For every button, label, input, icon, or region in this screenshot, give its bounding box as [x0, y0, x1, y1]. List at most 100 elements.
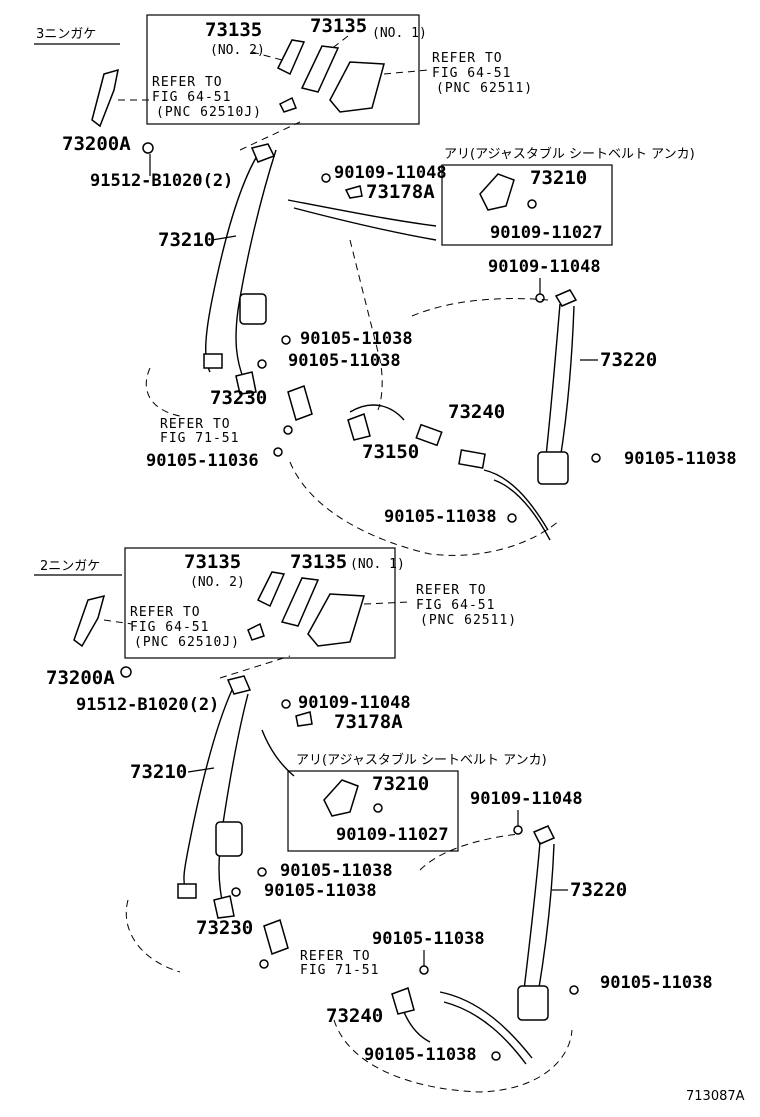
upper-adj-anchor-shape [479, 173, 515, 211]
upper-73220-retractor [537, 451, 569, 485]
upper-90105-11038-c: 90105-11038 [624, 449, 737, 469]
lower-lower-anchor [177, 883, 197, 899]
upper-73210-belt-inner [235, 149, 277, 381]
upper-ref-left-1: REFER TO [152, 75, 223, 90]
lower-73220: 73220 [570, 879, 627, 901]
lower-73200a-shape [73, 594, 106, 648]
upper-73135-no1-suffix: (NO. 1) [372, 26, 427, 41]
lower-cover-clip-shape [247, 622, 265, 641]
lower-section-label: 2ニンガケ [40, 559, 100, 574]
upper-90105-11036: 90105-11036 [146, 451, 259, 471]
upper-90109-11048-b: 90109-11048 [488, 257, 601, 277]
lower-73220-guide [532, 825, 556, 845]
upper-bolt-90105-a [281, 335, 291, 345]
upper-73150-strap [349, 404, 405, 421]
lower-73135-no2: 73135 [184, 551, 241, 573]
lower-ref-left-2: FIG 64-51 [130, 620, 209, 635]
lower-90105-11038-a: 90105-11038 [280, 861, 393, 881]
lower-73240-strap [403, 1011, 431, 1043]
upper-bolt-90109-11048-b [535, 293, 545, 303]
lower-cover-no1-shape [280, 577, 320, 627]
upper-adj-90109-11027: 90109-11027 [490, 223, 603, 243]
lower-73210-belt-outer [183, 689, 233, 893]
lower-bolt-90105-e [491, 1051, 501, 1061]
lower-cover-bracket-shape [307, 593, 365, 647]
lower-dash-cover [219, 655, 291, 679]
lower-73220-retractor [517, 985, 549, 1021]
lower-leader-73210 [187, 767, 215, 773]
lower-bolt-91512 [120, 666, 132, 678]
upper-section-label: 3ニンガケ [36, 27, 96, 42]
lower-bolt-ref71 [259, 959, 269, 969]
upper-cover-box [146, 14, 420, 125]
lower-73240: 73240 [326, 1005, 383, 1027]
lower-73200a: 73200A [46, 667, 115, 689]
lower-ref-right-3: (PNC 62511) [420, 613, 517, 628]
lower-cover-no2-shape [256, 571, 286, 608]
upper-73230-buckle [287, 385, 313, 421]
lower-ref-left-1: REFER TO [130, 605, 201, 620]
lower-73135-no1-suffix: (NO. 1) [350, 557, 405, 572]
lower-73135-no2-suffix: (NO. 2) [190, 575, 245, 590]
upper-bolt-90105-d [507, 513, 517, 523]
lower-73210: 73210 [130, 761, 187, 783]
upper-arrow-line [287, 199, 437, 227]
lower-adj-label: アリ(アジャスタブル シートベルト アンカ) [296, 752, 547, 768]
lower-adj-bolt [373, 803, 383, 813]
upper-section: 3ニンガケ 73135 (NO. 2) 73135 (NO. 1) REFER … [34, 14, 737, 556]
upper-73135-no1: 73135 [310, 15, 367, 37]
lower-73178a-shape [295, 711, 313, 727]
lower-adj-anchor-shape [323, 779, 359, 817]
upper-73230-anchor [235, 371, 257, 395]
upper-73150-buckle [347, 413, 371, 441]
upper-lap-belt-b [493, 479, 551, 541]
lower-bolt-90105-a [257, 867, 267, 877]
lower-90105-11038-e: 90105-11038 [364, 1045, 477, 1065]
lower-90105-11038-d: 90105-11038 [600, 973, 713, 993]
upper-bolt-91512 [142, 142, 154, 154]
lower-bolt-90105-b [231, 887, 241, 897]
upper-adj-73210: 73210 [530, 167, 587, 189]
upper-73220-belt-a [545, 303, 561, 457]
lower-73230: 73230 [196, 917, 253, 939]
upper-bolt-90105-b [257, 359, 267, 369]
upper-73178a-shape [344, 185, 363, 199]
lower-ref71-2: FIG 71-51 [300, 963, 379, 978]
upper-bolt-90105-c [591, 453, 601, 463]
lower-ref-right-2: FIG 64-51 [416, 598, 495, 613]
upper-73150: 73150 [362, 441, 419, 463]
upper-90105-11038-d: 90105-11038 [384, 507, 497, 527]
lower-73178a: 73178A [334, 711, 403, 733]
upper-adj-box [441, 164, 613, 246]
lower-73230-buckle [263, 919, 289, 955]
upper-bolt-ref71 [283, 425, 293, 435]
upper-90105-11038-a: 90105-11038 [300, 329, 413, 349]
upper-ref71-1: REFER TO [160, 417, 231, 432]
lower-90109-11048-a: 90109-11048 [298, 693, 411, 713]
lower-adj-73210: 73210 [372, 773, 429, 795]
upper-73220: 73220 [600, 349, 657, 371]
upper-cover-clip-shape [278, 96, 297, 113]
lower-ref-left-3: (PNC 62510J) [134, 635, 240, 650]
lower-90105-11038-c: 90105-11038 [372, 929, 485, 949]
upper-ref-right-2: FIG 64-51 [432, 66, 511, 81]
upper-ref-right-3: (PNC 62511) [436, 81, 533, 96]
upper-73220-belt-b [559, 305, 575, 461]
upper-arrow-line-2 [293, 207, 437, 241]
upper-dash-cover [239, 121, 301, 151]
upper-ref-left-3: (PNC 62510J) [156, 105, 262, 120]
upper-ref-right-1: REFER TO [432, 51, 503, 66]
upper-90109-11048-a: 90109-11048 [334, 163, 447, 183]
upper-leader-no2 [251, 51, 283, 61]
upper-73178a: 73178A [366, 181, 435, 203]
upper-73200a-shape [91, 68, 119, 128]
lower-dash-anchor [103, 619, 133, 625]
upper-bolt-90105-11036 [273, 447, 283, 457]
upper-73240-buckle-a [415, 423, 443, 447]
lower-adj-box [287, 770, 459, 852]
upper-ref71-2: FIG 71-51 [160, 431, 239, 446]
lower-91512: 91512-B1020(2) [76, 695, 219, 715]
upper-73220-guide [554, 289, 578, 307]
figure-id: 713087A [686, 1089, 745, 1104]
